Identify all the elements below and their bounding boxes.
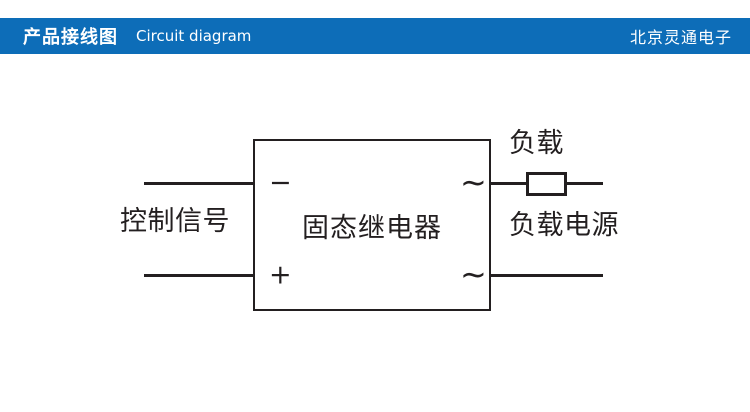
company-name: 北京灵通电子: [629, 28, 732, 47]
terminal-minus: −: [269, 167, 292, 199]
terminal-ac-top: ~: [460, 163, 487, 201]
load-resistor-symbol: [526, 172, 567, 196]
load-power-label: 负载电源: [509, 210, 619, 241]
solid-state-relay-box: [253, 139, 491, 311]
page-title-english: Circuit diagram: [136, 27, 252, 45]
header-bar: 产品接线图 Circuit diagram 北京灵通电子: [0, 18, 750, 54]
page-title: 产品接线图: [23, 27, 118, 48]
wire-load-bottom: [491, 274, 603, 277]
wire-control-bottom: [144, 274, 253, 277]
wire-load-left: [491, 182, 526, 185]
wire-load-right: [567, 182, 603, 185]
circuit-diagram: 控制信号 固态继电器 − + ~ ~ 负载 负载电源: [0, 54, 750, 412]
terminal-plus: +: [269, 259, 292, 291]
load-label: 负载: [509, 128, 564, 159]
wire-control-top: [144, 182, 253, 185]
control-signal-label: 控制信号: [120, 206, 230, 237]
solid-state-relay-label: 固态继电器: [302, 213, 442, 244]
terminal-ac-bottom: ~: [460, 255, 487, 293]
